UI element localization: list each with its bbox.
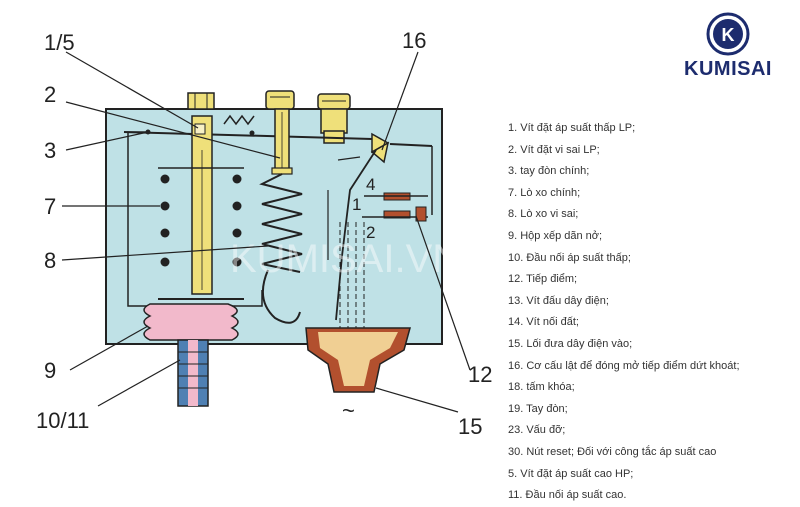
callout-leaders bbox=[61, 51, 471, 413]
legend-item: 11. Đầu nối áp suất cao. bbox=[508, 489, 627, 502]
legend-item: 30. Nút reset; Đối với công tắc áp suất … bbox=[508, 445, 717, 458]
svg-text:K: K bbox=[722, 25, 735, 45]
legend-item: 7. Lò xo chính; bbox=[508, 186, 581, 199]
brand-logo: K KUMISAI bbox=[668, 12, 788, 82]
legend-item: 5. Vít đặt áp suất cao HP; bbox=[508, 467, 634, 480]
contact-label-2: 2 bbox=[366, 223, 375, 242]
small-spring bbox=[223, 114, 255, 126]
parts-legend: 1. Vít đặt áp suất thấp LP; 2. Vít đặt v… bbox=[508, 118, 798, 507]
callout-1-5: 1/5 bbox=[44, 30, 75, 55]
callout-2: 2 bbox=[44, 82, 56, 107]
main-spring-coils bbox=[160, 174, 242, 267]
callout-8: 8 bbox=[44, 248, 56, 273]
ac-symbol: ~ bbox=[342, 398, 355, 423]
callout-3: 3 bbox=[44, 138, 56, 163]
watermark: KUMISAI.VN bbox=[230, 237, 461, 281]
differential-spring bbox=[259, 173, 303, 273]
legend-item: 13. Vít đấu dây điện; bbox=[508, 294, 609, 307]
callout-9: 9 bbox=[44, 358, 56, 383]
legend-item: 14. Vít nối đất; bbox=[508, 316, 579, 329]
legend-item: 18. tấm khóa; bbox=[508, 381, 575, 394]
cable-inlet bbox=[305, 327, 411, 393]
brand-emblem-icon: K bbox=[706, 12, 750, 56]
legend-item: 12. Tiếp điểm; bbox=[508, 273, 578, 286]
callout-12: 12 bbox=[468, 362, 492, 387]
legend-item: 15. Lối đưa dây điện vào; bbox=[508, 337, 633, 350]
contacts bbox=[362, 192, 428, 222]
snap-action-mechanism bbox=[370, 132, 433, 215]
legend-item: 3. tay đòn chính; bbox=[508, 165, 590, 178]
bellows bbox=[143, 303, 239, 341]
wire-paths-dashed bbox=[339, 222, 365, 332]
legend-item: 16. Cơ cấu lật để đóng mở tiếp điểm dứt … bbox=[508, 359, 740, 372]
contact-label-1: 1 bbox=[352, 195, 361, 214]
callout-15: 15 bbox=[458, 414, 482, 439]
legend-item: 10. Đầu nối áp suất thấp; bbox=[508, 251, 631, 264]
contact-label-4: 4 bbox=[366, 175, 375, 194]
callout-10-11: 10/11 bbox=[36, 408, 89, 433]
legend-item: 2. Vít đặt vi sai LP; bbox=[508, 143, 600, 156]
switch-arm bbox=[335, 149, 377, 321]
legend-item: 1. Vít đặt áp suất thấp LP; bbox=[508, 122, 636, 134]
callout-16: 16 bbox=[402, 28, 426, 53]
adjust-screw-middle bbox=[265, 90, 295, 110]
differential-screw bbox=[271, 108, 293, 175]
pressure-connector bbox=[177, 339, 209, 407]
legend-item: 9. Hộp xếp dãn nở; bbox=[508, 229, 603, 242]
adjust-screw-left bbox=[187, 92, 215, 110]
callout-7: 7 bbox=[44, 194, 56, 219]
brand-name: KUMISAI bbox=[684, 58, 772, 80]
legend-item: 8. Lò xo vi sai; bbox=[508, 208, 579, 221]
legend-item: 19. Tay đòn; bbox=[508, 402, 568, 415]
main-spring-column bbox=[191, 115, 213, 295]
internal-linkage-wire bbox=[127, 131, 263, 307]
legend-item: 23. Vấu đỡ; bbox=[508, 424, 566, 437]
main-lever bbox=[123, 131, 373, 140]
